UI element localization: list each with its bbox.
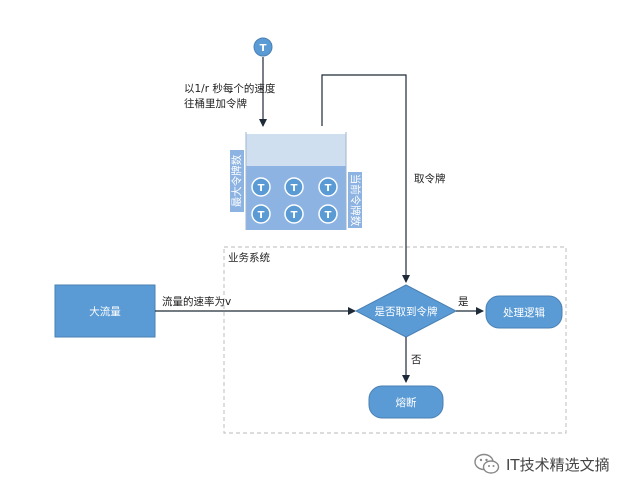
bucket-token-icon: T [251,204,271,224]
fill-rate-label-line1: 以1/r 秒每个的速度 [184,82,276,95]
svg-text:T: T [325,183,332,194]
business-system-boundary [223,246,567,434]
svg-text:T: T [258,210,265,221]
business-system-label: 业务系统 [228,251,270,264]
yes-label: 是 [458,296,469,308]
current-tokens-label: 当前令牌数 [349,174,362,227]
token-letter: T [260,43,267,54]
decision-label: 是否取到令牌 [375,305,438,318]
max-tokens-label: 最大令牌数 [230,154,243,207]
bucket-tokens: T T T T T T [251,177,338,224]
fuse-label: 熔断 [396,396,417,409]
no-label: 否 [411,354,422,366]
bucket-token-icon: T [251,177,271,197]
watermark-text: IT技术精选文摘 [506,455,610,474]
bucket-token-icon: T [284,177,304,197]
take-token-arrow [321,74,410,283]
bucket-token-icon: T [318,177,338,197]
max-tokens-band [230,150,244,212]
traffic-rate-label: 流量的速率为v [162,295,231,308]
incoming-token-icon: T [253,37,273,57]
take-token-label: 取令牌 [414,172,446,185]
svg-text:T: T [291,183,298,194]
process-logic-node [485,295,563,329]
process-logic-label: 处理逻辑 [503,306,545,319]
watermark: IT技术精选文摘 [474,449,610,479]
bucket-token-icon: T [318,204,338,224]
svg-text:T: T [325,210,332,221]
svg-text:T: T [258,183,265,194]
fuse-node [368,385,444,419]
fill-rate-label-line2: 往桶里加令牌 [184,97,247,110]
big-traffic-label: 大流量 [89,305,121,318]
current-tokens-band [348,172,362,228]
wechat-icon [474,453,500,474]
bucket-token-icon: T [284,204,304,224]
svg-text:T: T [291,210,298,221]
